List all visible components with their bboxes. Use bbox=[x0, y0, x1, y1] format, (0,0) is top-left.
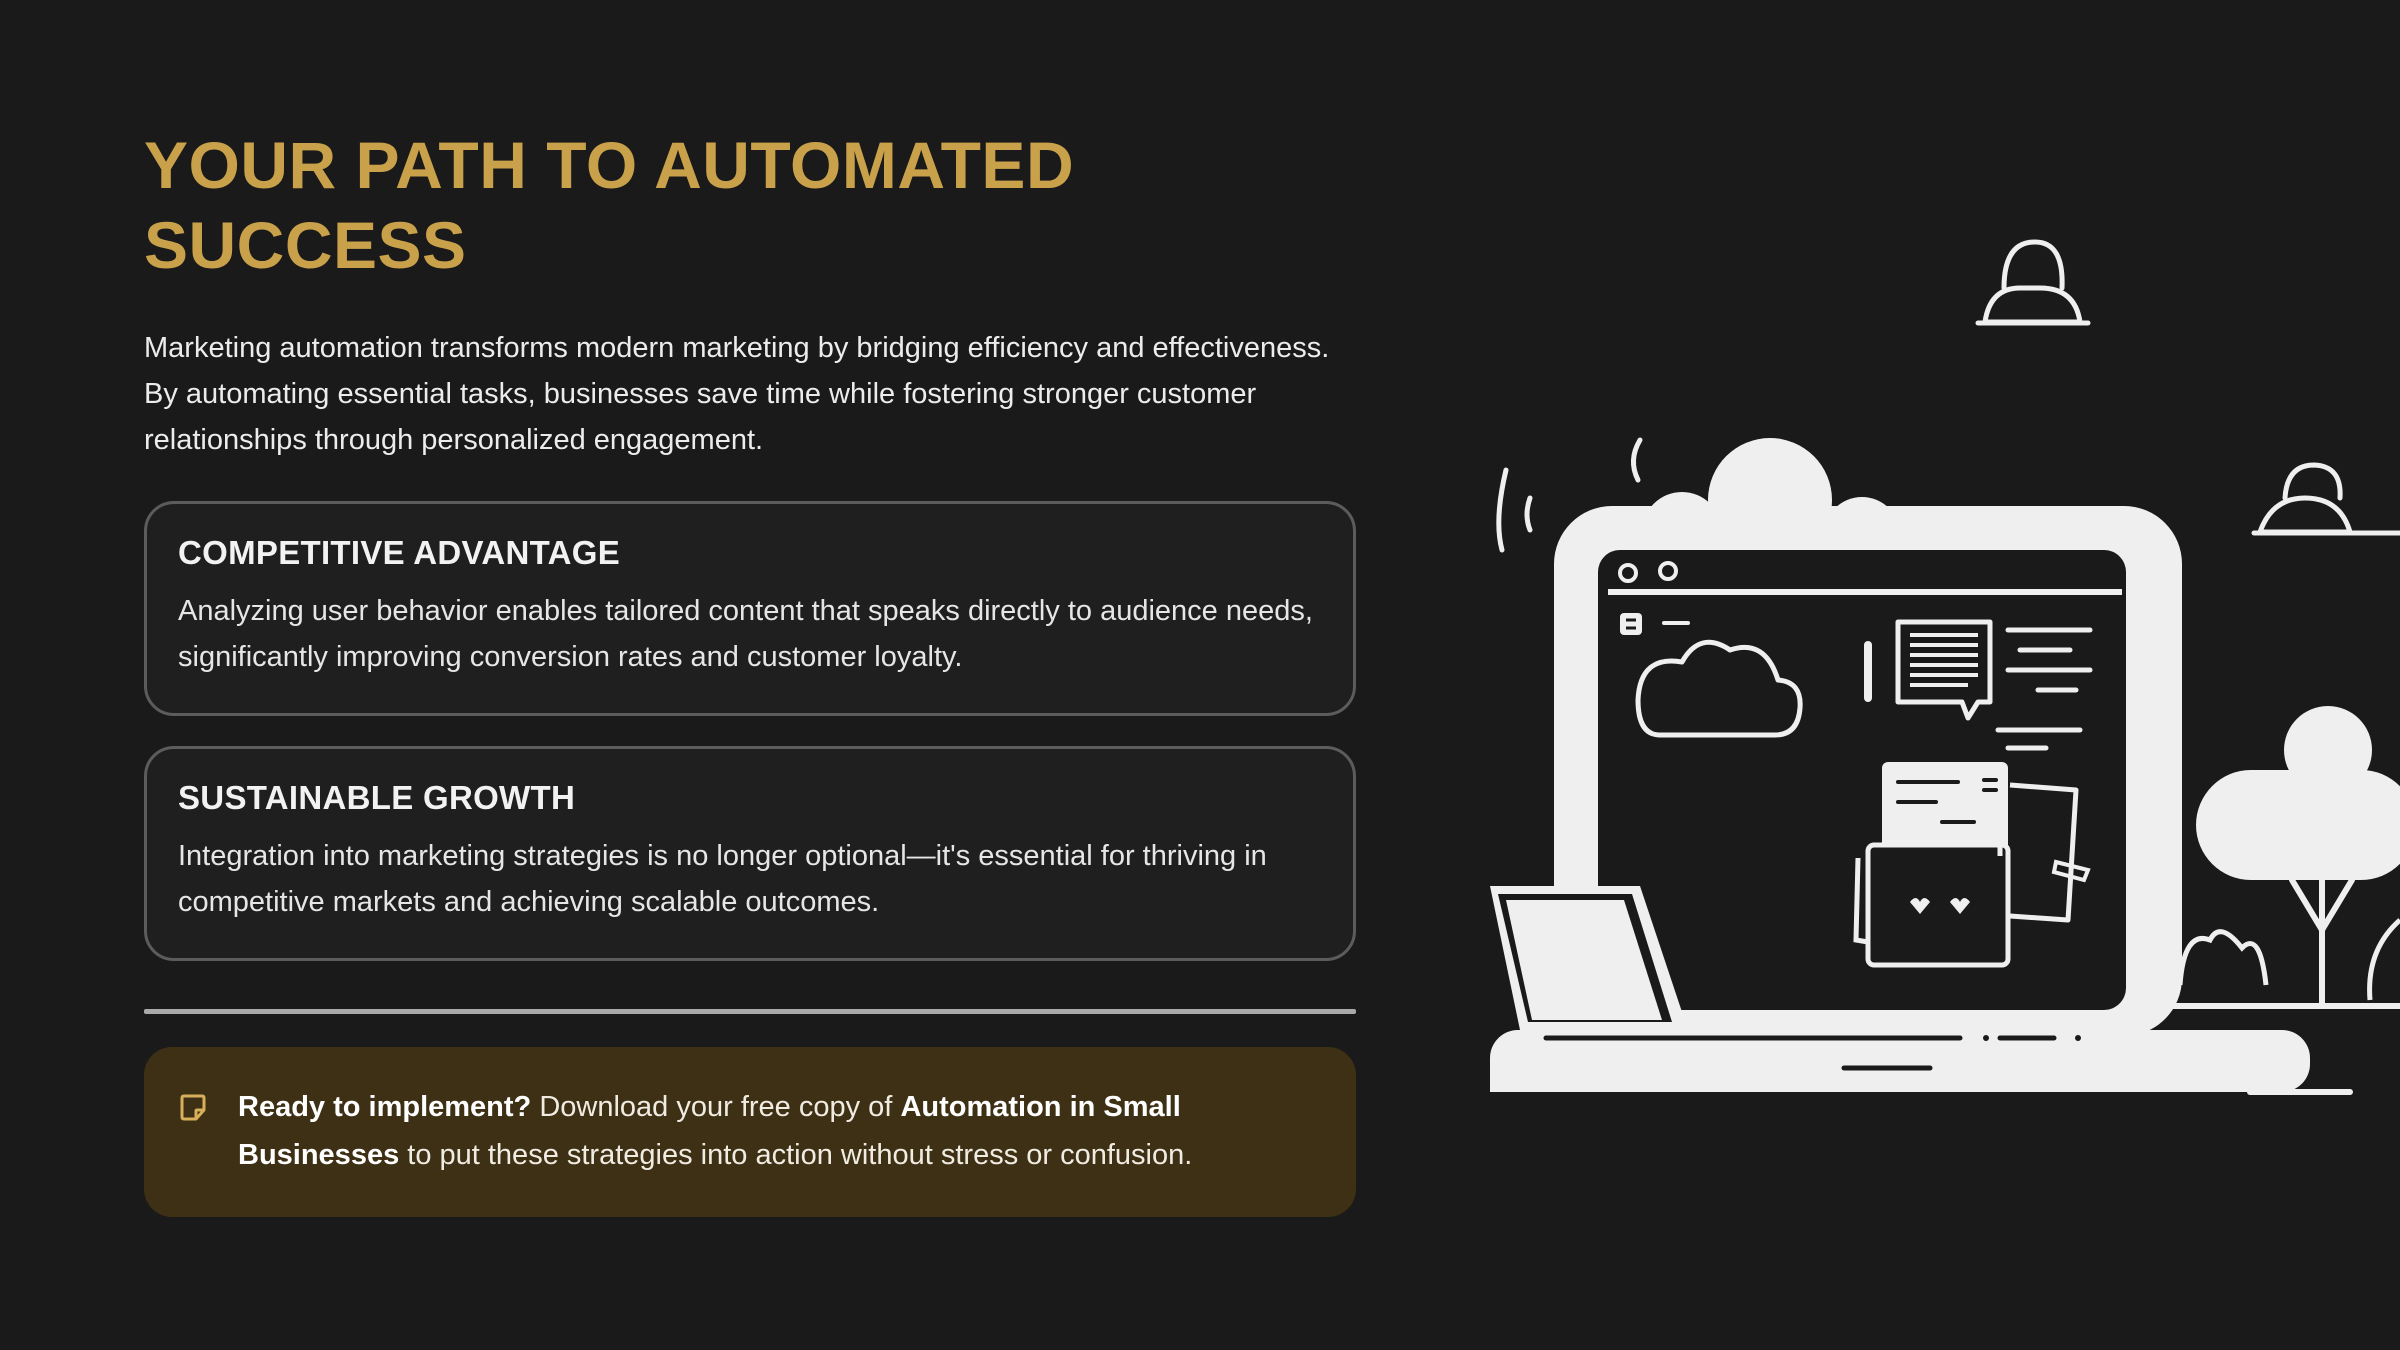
intro-paragraph: Marketing automation transforms modern m… bbox=[144, 332, 1330, 456]
title-line-2: SUCCESS bbox=[144, 208, 467, 282]
callout-text-2: to put these strategies into action with… bbox=[399, 1139, 1193, 1171]
title-line-1: YOUR PATH TO AUTOMATED bbox=[144, 128, 1075, 202]
slide-title: YOUR PATH TO AUTOMATED SUCCESS bbox=[144, 125, 1356, 285]
tree-icon bbox=[2167, 706, 2400, 1009]
card-text: Analyzing user behavior enables tailored… bbox=[178, 595, 1313, 673]
callout-book-title: Automation in Small Businesses bbox=[238, 1091, 1181, 1171]
card-text: Integration into marketing strategies is… bbox=[178, 840, 1267, 918]
motion-lines-icon bbox=[1496, 437, 1643, 553]
divider bbox=[144, 1009, 1356, 1014]
sticky-note-icon bbox=[180, 1094, 206, 1121]
callout-text: Ready to implement? Download your free c… bbox=[238, 1083, 1316, 1179]
laptop-cloud-illustration bbox=[1490, 239, 2400, 1095]
card-competitive-advantage: COMPETITIVE ADVANTAGE Analyzing user beh… bbox=[144, 501, 1356, 716]
card-title: COMPETITIVE ADVANTAGE bbox=[178, 534, 621, 571]
card-list: COMPETITIVE ADVANTAGE Analyzing user beh… bbox=[144, 501, 1356, 961]
card-title: SUSTAINABLE GROWTH bbox=[178, 779, 576, 816]
content-column: YOUR PATH TO AUTOMATED SUCCESS Marketing… bbox=[144, 125, 1356, 1217]
callout-text-1: Download your free copy of bbox=[531, 1091, 901, 1123]
callout-lead: Ready to implement? bbox=[238, 1091, 532, 1123]
cloud-right-icon bbox=[2251, 462, 2400, 536]
laptop-icon bbox=[1490, 438, 2353, 1095]
cloud-small-icon bbox=[1975, 239, 2091, 326]
callout-box: Ready to implement? Download your free c… bbox=[144, 1047, 1356, 1217]
card-sustainable-growth: SUSTAINABLE GROWTH Integration into mark… bbox=[144, 746, 1356, 961]
